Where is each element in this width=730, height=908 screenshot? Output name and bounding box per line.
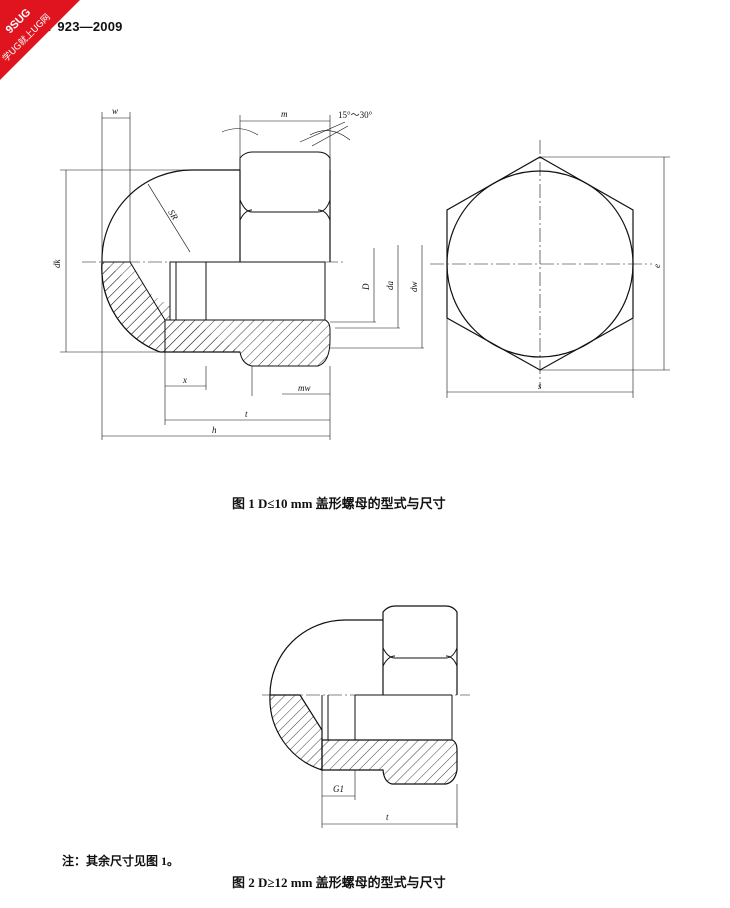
label-s: s	[538, 381, 542, 391]
label-h: h	[212, 425, 217, 435]
label-t2: t	[386, 812, 389, 822]
label-dk: dk	[52, 259, 62, 269]
figure-1-caption: 图 1 D≤10 mm 盖形螺母的型式与尺寸	[232, 496, 446, 511]
label-mw: mw	[298, 383, 311, 393]
label-D: D	[361, 283, 371, 291]
label-w: w	[112, 106, 118, 116]
watermark-badge: 9SUG 学UG就上UG网	[0, 0, 80, 80]
label-da: da	[385, 281, 395, 291]
label-g1: G1	[333, 784, 344, 794]
label-x: x	[182, 375, 187, 385]
label-dw: dw	[409, 281, 419, 292]
label-angle: 15°～30°	[338, 110, 373, 120]
label-t: t	[245, 409, 248, 419]
footnote: 注：其余尺寸见图 1。	[62, 854, 180, 868]
label-m: m	[281, 109, 288, 119]
label-e: e	[652, 264, 662, 268]
figure-1-drawing: w m 15°～30° SR dk D da dw e s x mw t h	[52, 106, 670, 440]
figure-2-caption: 图 2 D≥12 mm 盖形螺母的型式与尺寸	[232, 875, 446, 890]
